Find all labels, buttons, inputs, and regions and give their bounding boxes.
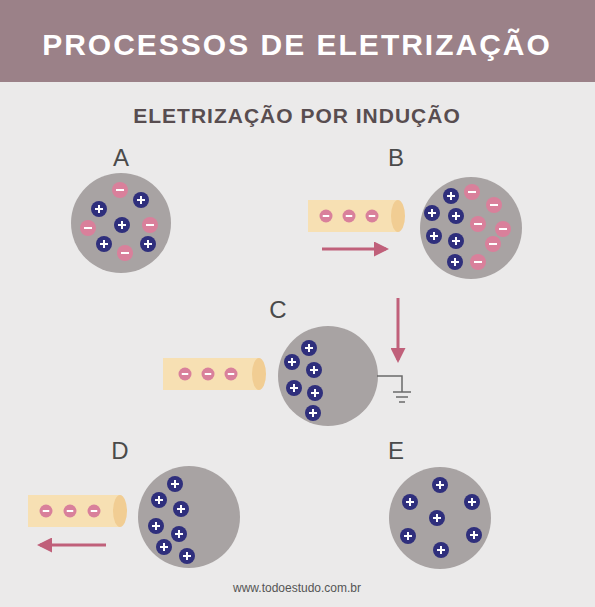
subtitle: ELETRIZAÇÃO POR INDUÇÃO [133, 104, 461, 127]
positive-charge [301, 340, 317, 356]
sphere [71, 173, 171, 273]
negative-charge [485, 236, 501, 252]
positive-charge [448, 208, 464, 224]
positive-charge [424, 205, 440, 221]
watermark: www.todoestudo.com.br [233, 582, 361, 595]
negative-charge [495, 221, 511, 237]
positive-charge [148, 518, 164, 534]
positive-charge [91, 201, 107, 217]
negative-charge [88, 505, 101, 518]
motion-arrow [397, 298, 400, 360]
negative-charge [225, 368, 238, 381]
positive-charge [156, 539, 172, 555]
sphere [420, 177, 522, 279]
ground-symbol [377, 376, 411, 402]
negative-charge [464, 184, 480, 200]
sphere [278, 326, 378, 426]
positive-charge [448, 233, 464, 249]
positive-charge [284, 354, 300, 370]
positive-charge [443, 188, 459, 204]
step-letter: D [111, 438, 128, 464]
negative-charge [179, 368, 192, 381]
header-band [0, 0, 595, 82]
negative-charge [117, 245, 133, 261]
negative-charge [142, 217, 158, 233]
negative-charge [112, 182, 128, 198]
charged-rod [28, 495, 127, 527]
negative-charge [486, 197, 502, 213]
positive-charge [114, 217, 130, 233]
negative-charge [64, 505, 77, 518]
step-letter: E [388, 438, 404, 464]
negative-charge [202, 368, 215, 381]
positive-charge [447, 254, 463, 270]
page-title: PROCESSOS DE ELETRIZAÇÃO [42, 28, 552, 61]
positive-charge [402, 494, 418, 510]
positive-charge [286, 380, 302, 396]
positive-charge [307, 385, 323, 401]
charges [40, 182, 512, 564]
positive-charge [96, 236, 112, 252]
motion-arrow [322, 248, 386, 251]
negative-charge [470, 216, 486, 232]
positive-charge [173, 501, 189, 517]
motion-arrow [40, 544, 106, 547]
positive-charge [305, 405, 321, 421]
negative-charge [366, 210, 379, 223]
negative-charge [80, 220, 96, 236]
positive-charge [464, 494, 480, 510]
positive-charge [167, 476, 183, 492]
positive-charge [433, 542, 449, 558]
sphere [389, 467, 491, 569]
negative-charge [320, 210, 333, 223]
positive-charge [151, 492, 167, 508]
charged-rod [163, 358, 266, 390]
positive-charge [466, 527, 482, 543]
positive-charge [140, 236, 156, 252]
positive-charge [179, 548, 195, 564]
positive-charge [426, 228, 442, 244]
positive-charge [400, 528, 416, 544]
positive-charge [171, 526, 187, 542]
positive-charge [133, 192, 149, 208]
positive-charge [432, 477, 448, 493]
positive-charge [306, 362, 322, 378]
sphere [138, 466, 240, 568]
positive-charge [429, 510, 445, 526]
step-letter: A [113, 145, 129, 171]
negative-charge [40, 505, 53, 518]
negative-charge [470, 254, 486, 270]
step-letter: C [269, 297, 286, 323]
step-letter: B [388, 145, 404, 171]
negative-charge [343, 210, 356, 223]
charged-rod [308, 200, 405, 232]
